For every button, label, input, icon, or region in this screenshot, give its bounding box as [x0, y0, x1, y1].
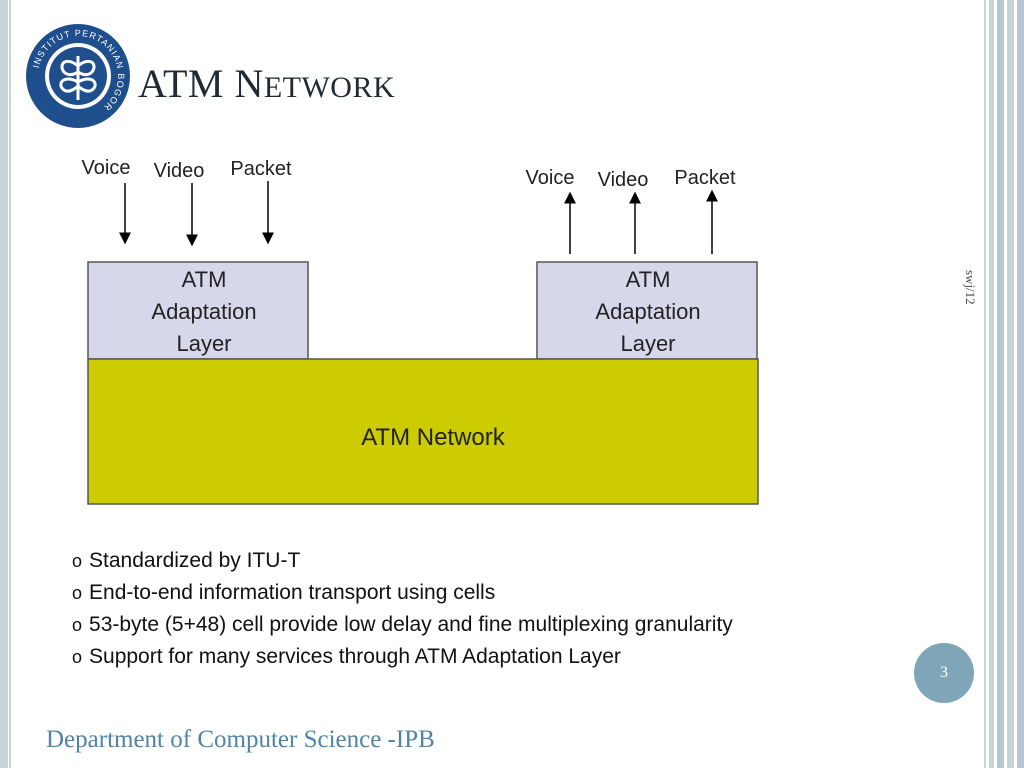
- aal-box-left: [87, 261, 309, 360]
- left-label-video: Video: [154, 160, 205, 182]
- aal-right-line-2: Adaptation: [595, 299, 700, 324]
- university-logo: INSTITUT PERTANIAN BOGOR: [26, 24, 130, 128]
- bullet-marker: o: [72, 647, 83, 667]
- aal-box-right: [536, 261, 758, 360]
- left-border-strip: [0, 0, 11, 768]
- right-border-stripes: [980, 0, 1024, 768]
- right-label-packet: Packet: [674, 167, 736, 189]
- aal-left-line-2: Adaptation: [151, 299, 256, 324]
- slide-title: ATM NETWORK: [138, 61, 396, 106]
- bullet-marker: o: [72, 615, 83, 635]
- page-number-badge: 3: [914, 643, 974, 703]
- right-label-voice: Voice: [526, 167, 575, 189]
- aal-right-line-3: Layer: [620, 331, 675, 356]
- aal-left-line-3: Layer: [176, 331, 231, 356]
- right-label-video: Video: [598, 169, 649, 191]
- network-label: ATM Network: [361, 424, 506, 451]
- leaf-emblem-icon: [59, 56, 97, 100]
- side-label: swj/12: [963, 270, 978, 305]
- bullet-marker: o: [72, 583, 83, 603]
- aal-left-line-1: ATM: [182, 267, 227, 292]
- left-label-packet: Packet: [230, 158, 292, 180]
- atm-network-box: [87, 358, 759, 505]
- bullet-marker: o: [72, 551, 83, 571]
- footer-text: Department of Computer Science -IPB: [46, 726, 435, 753]
- aal-right-line-1: ATM: [626, 267, 671, 292]
- left-label-voice: Voice: [82, 157, 131, 179]
